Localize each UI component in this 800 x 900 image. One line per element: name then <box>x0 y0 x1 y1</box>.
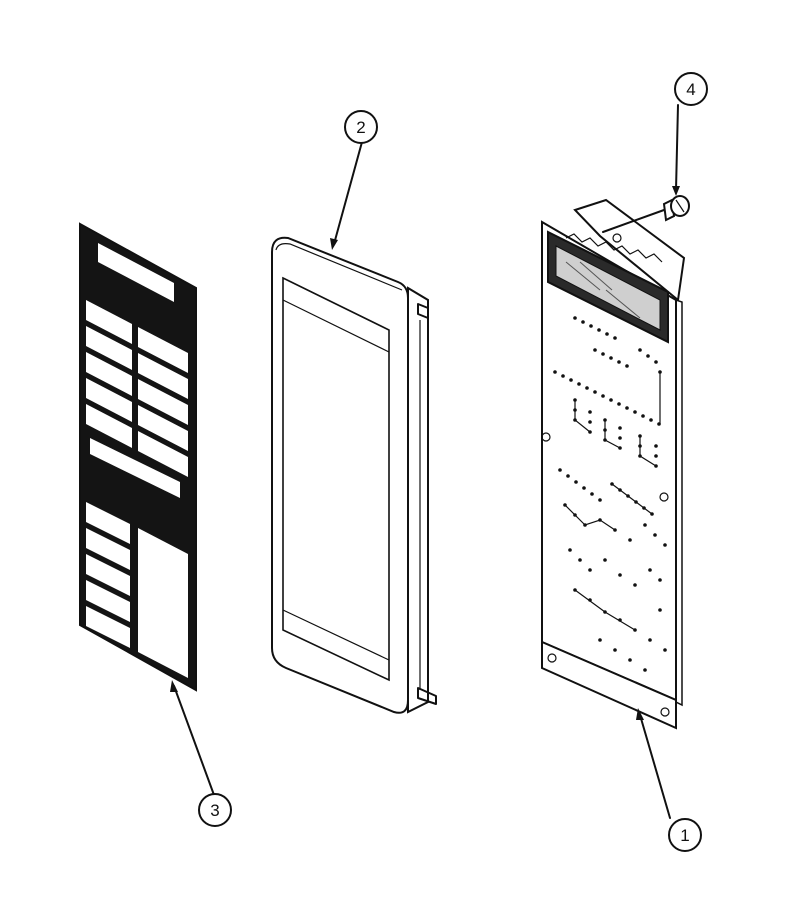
keypad-blank-panel <box>138 528 188 678</box>
vfd-display <box>547 230 669 344</box>
keypad-lower-keys <box>86 502 130 648</box>
screw-part <box>602 195 690 233</box>
callout-2: 2 <box>344 110 378 144</box>
keypad-wide-key <box>90 438 180 498</box>
callout-1-label: 1 <box>680 826 689 845</box>
control-board-part <box>541 198 686 730</box>
keypad-upper-keys <box>86 300 188 477</box>
leader-lines <box>170 104 680 819</box>
callout-4: 4 <box>674 72 708 106</box>
callout-4-label: 4 <box>686 80 695 99</box>
callout-2-label: 2 <box>356 118 365 137</box>
control-panel-frame-part <box>271 236 437 714</box>
callout-3-label: 3 <box>210 801 219 820</box>
callout-1: 1 <box>668 818 702 852</box>
circuit-traces <box>564 372 661 631</box>
keypad-overlay-part <box>79 222 197 692</box>
callout-3: 3 <box>198 793 232 827</box>
